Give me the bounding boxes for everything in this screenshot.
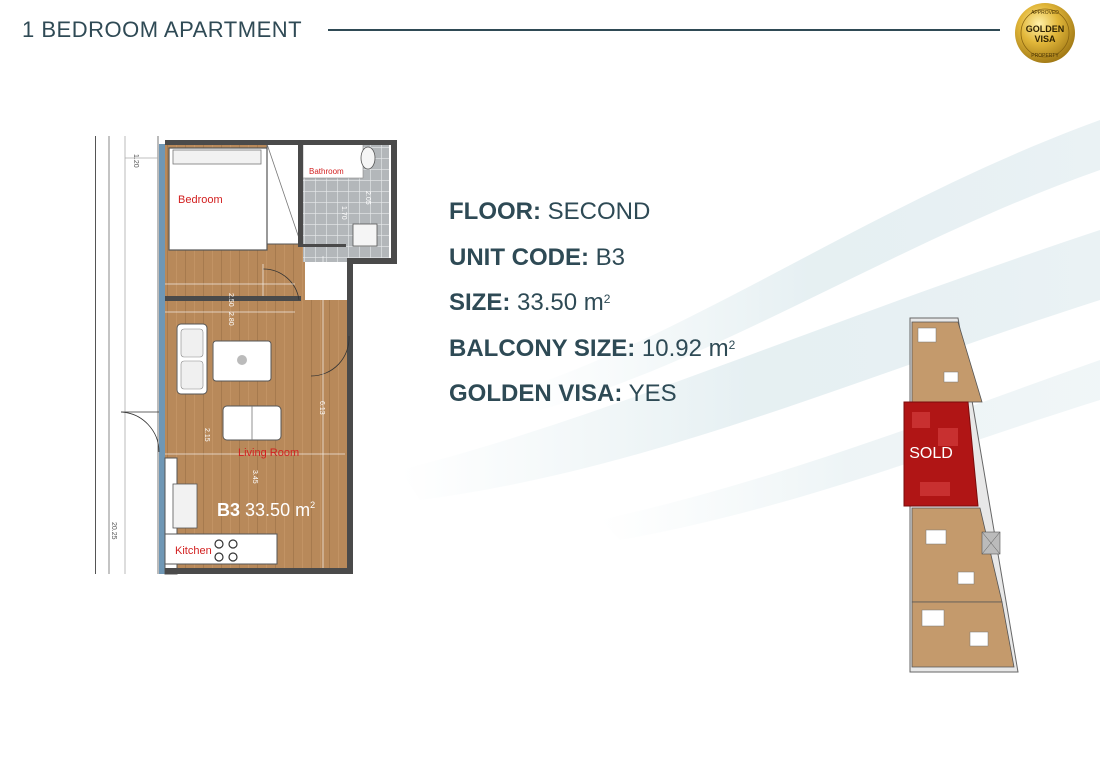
unit-specs: FLOOR: SECOND UNIT CODE: B3 SIZE: 33.50 … <box>449 196 735 424</box>
balcony <box>95 136 159 574</box>
spec-balcony-size: BALCONY SIZE: 10.92 m2 <box>449 334 736 362</box>
dim-living-width: 3.45 <box>251 470 258 484</box>
dim-bath-a: 2.05 <box>364 191 371 205</box>
glazing <box>159 144 165 574</box>
spec-value: 33.50 m <box>517 289 604 316</box>
spec-key: UNIT CODE: <box>449 243 589 271</box>
spec-size: SIZE: 33.50 m2 <box>449 289 611 316</box>
walls <box>165 140 397 574</box>
badge-top-text: APPROVED <box>1031 10 1059 16</box>
spec-value: 10.92 m <box>641 334 729 362</box>
spec-key: FLOOR: <box>449 198 541 225</box>
spec-key: SIZE: <box>449 289 511 316</box>
sold-label: SOLD <box>909 445 953 462</box>
badge-bottom-text: PROPERTY <box>1031 53 1059 59</box>
spec-key: BALCONY SIZE: <box>449 334 636 362</box>
kitchen-label: Kitchen <box>175 545 212 557</box>
dim-balcony-top: 1.20 <box>132 154 139 168</box>
bed <box>168 147 268 251</box>
dim-living-small: 2.15 <box>203 428 210 442</box>
balcony-door <box>120 411 160 453</box>
badge-line1: GOLDEN <box>1026 24 1065 34</box>
toilet-icon <box>360 146 376 170</box>
header-rule <box>328 29 1000 31</box>
kitchen-counter <box>164 533 278 565</box>
unit-area-label: B3 33.50 m2 <box>217 500 315 520</box>
dim-balcony-length: 20.25 <box>110 522 117 540</box>
bedroom-label: Bedroom <box>178 194 223 206</box>
bathroom-label: Bathroom <box>309 167 344 176</box>
dim-bath-b: 1.70 <box>340 206 347 220</box>
unit-floor-plan: Bedroom Bathroom Living Room Kitchen B3 … <box>95 136 397 575</box>
dim-bedroom-length: 3.10 <box>250 216 257 230</box>
sink-icon <box>352 223 378 247</box>
hob-icon <box>214 539 224 549</box>
page-title: 1 BEDROOM APARTMENT <box>22 17 303 42</box>
kitchen-sink-icon <box>172 483 198 529</box>
bedroom-door <box>262 268 300 301</box>
entrance-door <box>310 335 350 377</box>
dim-bedroom-width: 2.50 <box>227 293 234 307</box>
spec-golden-visa: GOLDEN VISA: YES <box>449 378 735 424</box>
building-key-plan: SOLD <box>903 317 1019 673</box>
spec-floor: FLOOR: SECOND <box>449 196 735 242</box>
spec-value: B3 <box>595 243 626 271</box>
spec-value: SECOND <box>547 198 651 225</box>
dim-living-length: 6.13 <box>318 401 325 415</box>
dim-corridor-width: 2.80 <box>227 312 234 326</box>
living-room-label: Living Room <box>238 447 299 459</box>
spec-value: YES <box>628 380 677 407</box>
spec-unit-code: UNIT CODE: B3 <box>449 242 735 288</box>
golden-visa-badge: APPROVED GOLDEN VISA PROPERTY <box>1015 3 1075 63</box>
badge-line2: VISA <box>1034 34 1056 44</box>
spec-key: GOLDEN VISA: <box>449 380 623 407</box>
